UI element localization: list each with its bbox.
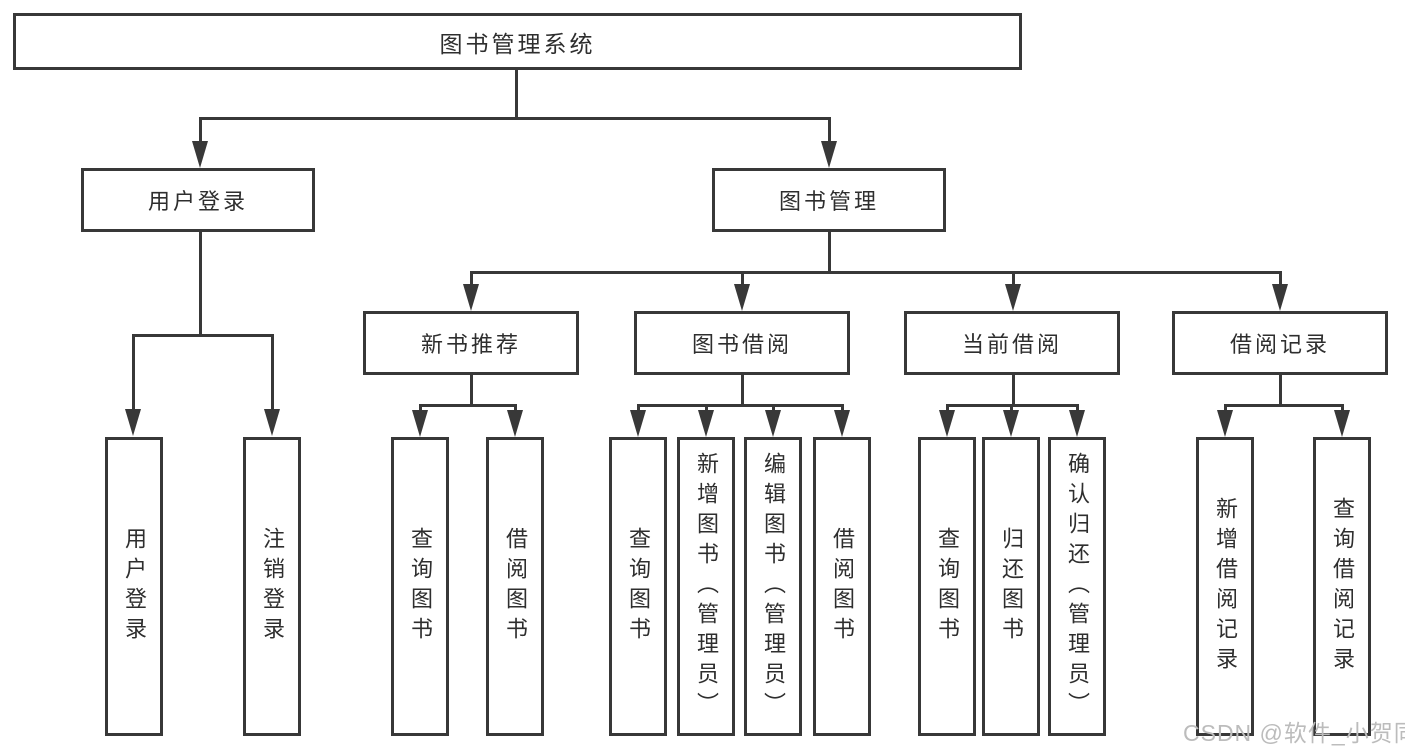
node-library-management-system: 图书管理系统 bbox=[13, 13, 1022, 70]
leaf-label: 确认归还（管理员） bbox=[1065, 451, 1090, 722]
connector-line bbox=[1076, 404, 1079, 414]
node-query-borrow-record: 查询借阅记录 bbox=[1313, 437, 1371, 736]
arrow-down-icon bbox=[1272, 284, 1288, 311]
node-query-books-recommend: 查询图书 bbox=[391, 437, 449, 736]
node-add-book-admin: 新增图书（管理员） bbox=[677, 437, 735, 736]
arrow-down-icon bbox=[507, 410, 523, 437]
arrow-down-icon bbox=[939, 410, 955, 437]
connector-line bbox=[637, 404, 844, 407]
connector-line bbox=[199, 232, 202, 336]
connector-line bbox=[1279, 271, 1282, 287]
connector-line bbox=[1279, 375, 1282, 406]
connector-line bbox=[419, 404, 422, 414]
arrow-down-icon bbox=[834, 410, 850, 437]
arrow-down-icon bbox=[1005, 284, 1021, 311]
node-new-book-recommend: 新书推荐 bbox=[363, 311, 579, 375]
node-borrowing-records: 借阅记录 bbox=[1172, 311, 1388, 375]
connector-line bbox=[514, 404, 517, 414]
leaf-label: 新增图书（管理员） bbox=[694, 451, 719, 722]
connector-line bbox=[515, 70, 518, 118]
arrow-down-icon bbox=[463, 284, 479, 311]
arrow-down-icon bbox=[1334, 410, 1350, 437]
connector-line bbox=[199, 117, 831, 120]
arrow-down-icon bbox=[264, 409, 280, 436]
arrow-down-icon bbox=[630, 410, 646, 437]
csdn-watermark: CSDN @软件_小贺同学 bbox=[1183, 720, 1405, 746]
leaf-label: 查询图书 bbox=[408, 526, 433, 647]
arrow-down-icon bbox=[192, 141, 208, 168]
connector-line bbox=[637, 404, 640, 414]
node-return-books: 归还图书 bbox=[982, 437, 1040, 736]
leaf-label: 归还图书 bbox=[999, 526, 1024, 647]
arrow-down-icon bbox=[765, 410, 781, 437]
node-book-borrowing: 图书借阅 bbox=[634, 311, 850, 375]
connector-line bbox=[470, 271, 1282, 274]
arrow-down-icon bbox=[412, 410, 428, 437]
connector-line bbox=[271, 334, 274, 411]
connector-line bbox=[828, 232, 831, 273]
connector-line bbox=[946, 404, 949, 414]
connector-line bbox=[1012, 375, 1015, 406]
connector-line bbox=[1341, 404, 1344, 414]
connector-line bbox=[772, 404, 775, 414]
arrow-down-icon bbox=[821, 141, 837, 168]
leaf-label: 注销登录 bbox=[260, 526, 285, 647]
connector-line bbox=[132, 334, 135, 411]
arrow-down-icon bbox=[125, 409, 141, 436]
node-book-management: 图书管理 bbox=[712, 168, 946, 232]
connector-line bbox=[1010, 404, 1013, 414]
node-query-books-borrowing: 查询图书 bbox=[609, 437, 667, 736]
node-query-books-current: 查询图书 bbox=[918, 437, 976, 736]
arrow-down-icon bbox=[1069, 410, 1085, 437]
leaf-label: 新增借阅记录 bbox=[1213, 496, 1238, 677]
arrow-down-icon bbox=[734, 284, 750, 311]
connector-line bbox=[199, 117, 202, 143]
connector-line bbox=[470, 271, 473, 287]
connector-line bbox=[1012, 271, 1015, 287]
node-add-borrow-record: 新增借阅记录 bbox=[1196, 437, 1254, 736]
arrow-down-icon bbox=[1217, 410, 1233, 437]
leaf-label: 查询借阅记录 bbox=[1330, 496, 1355, 677]
leaf-label: 查询图书 bbox=[626, 526, 651, 647]
connector-line bbox=[741, 271, 744, 287]
node-borrow-books: 借阅图书 bbox=[813, 437, 871, 736]
leaf-label: 借阅图书 bbox=[830, 526, 855, 647]
node-borrow-books-recommend: 借阅图书 bbox=[486, 437, 544, 736]
arrow-down-icon bbox=[698, 410, 714, 437]
connector-line bbox=[741, 375, 744, 406]
node-logout: 注销登录 bbox=[243, 437, 301, 736]
connector-line bbox=[1224, 404, 1227, 414]
node-edit-book-admin: 编辑图书（管理员） bbox=[744, 437, 802, 736]
node-confirm-return-admin: 确认归还（管理员） bbox=[1048, 437, 1106, 736]
connector-line bbox=[828, 117, 831, 143]
leaf-label: 查询图书 bbox=[935, 526, 960, 647]
connector-line bbox=[419, 404, 517, 407]
node-user-login: 用户登录 bbox=[105, 437, 163, 736]
connector-line bbox=[132, 334, 274, 337]
connector-line bbox=[841, 404, 844, 414]
leaf-label: 用户登录 bbox=[122, 526, 147, 647]
leaf-label: 借阅图书 bbox=[503, 526, 528, 647]
node-current-borrowing: 当前借阅 bbox=[904, 311, 1120, 375]
leaf-label: 编辑图书（管理员） bbox=[761, 451, 786, 722]
connector-line bbox=[705, 404, 708, 414]
node-user-login-group: 用户登录 bbox=[81, 168, 315, 232]
arrow-down-icon bbox=[1003, 410, 1019, 437]
connector-line bbox=[1224, 404, 1344, 407]
connector-line bbox=[470, 375, 473, 406]
